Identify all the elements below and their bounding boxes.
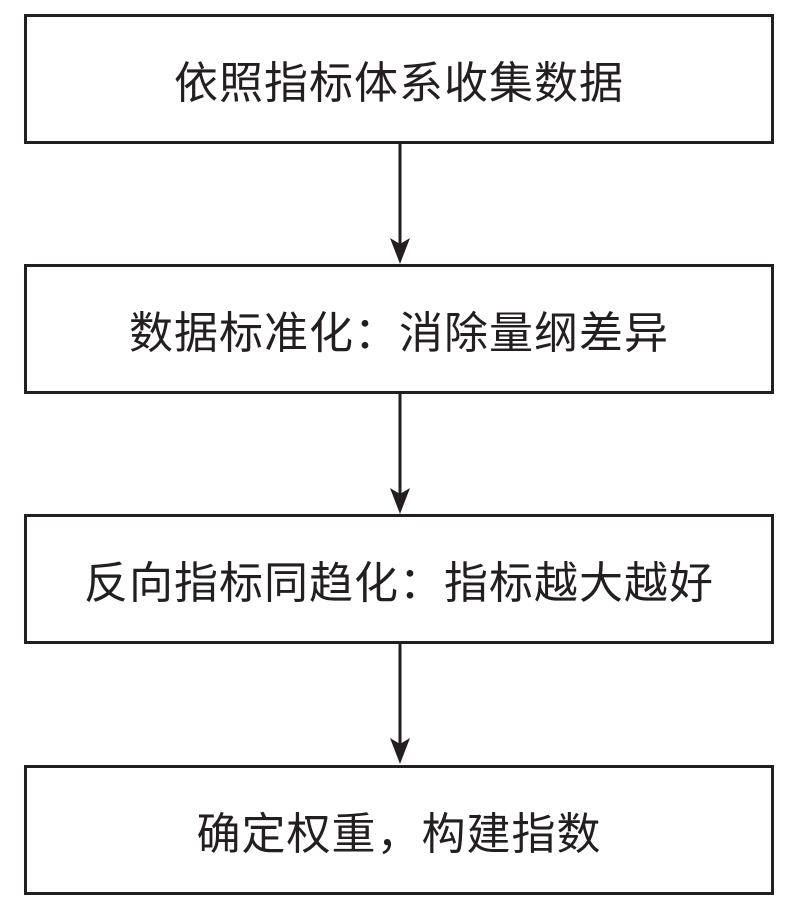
step-box-collect-data: 依照指标体系收集数据: [24, 14, 774, 144]
step-box-standardize: 数据标准化：消除量纲差异: [24, 264, 774, 394]
arrow-down-icon: [390, 144, 410, 264]
step-box-reverse-indicator: 反向指标同趋化：指标越大越好: [24, 514, 774, 644]
step-label: 数据标准化：消除量纲差异: [129, 308, 669, 359]
step-label: 依照指标体系收集数据: [174, 58, 624, 109]
arrow-down-icon: [390, 644, 410, 764]
step-box-build-index: 确定权重，构建指数: [24, 765, 774, 895]
step-label: 反向指标同趋化：指标越大越好: [84, 558, 714, 609]
arrow-down-icon: [390, 394, 410, 514]
step-label: 确定权重，构建指数: [196, 809, 602, 860]
